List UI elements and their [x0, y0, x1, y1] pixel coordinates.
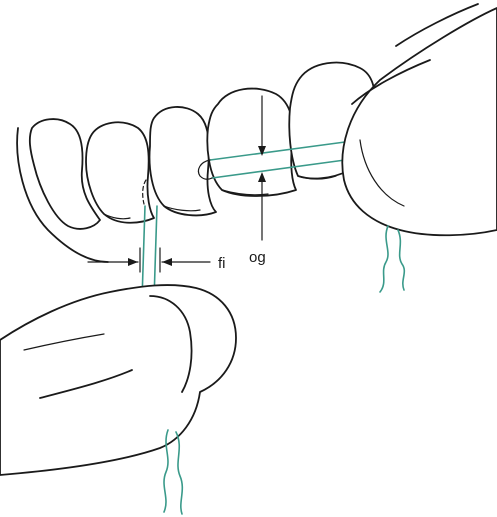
floss-end-left — [164, 430, 182, 514]
right-hand — [342, 4, 497, 235]
tooth-2 — [86, 122, 154, 222]
fi-measurement — [88, 248, 210, 272]
og-label: og — [249, 249, 266, 266]
tooth-4 — [207, 89, 296, 196]
floss-end-right — [380, 226, 404, 292]
left-hand — [0, 285, 236, 475]
fi-label: fi — [218, 255, 226, 272]
